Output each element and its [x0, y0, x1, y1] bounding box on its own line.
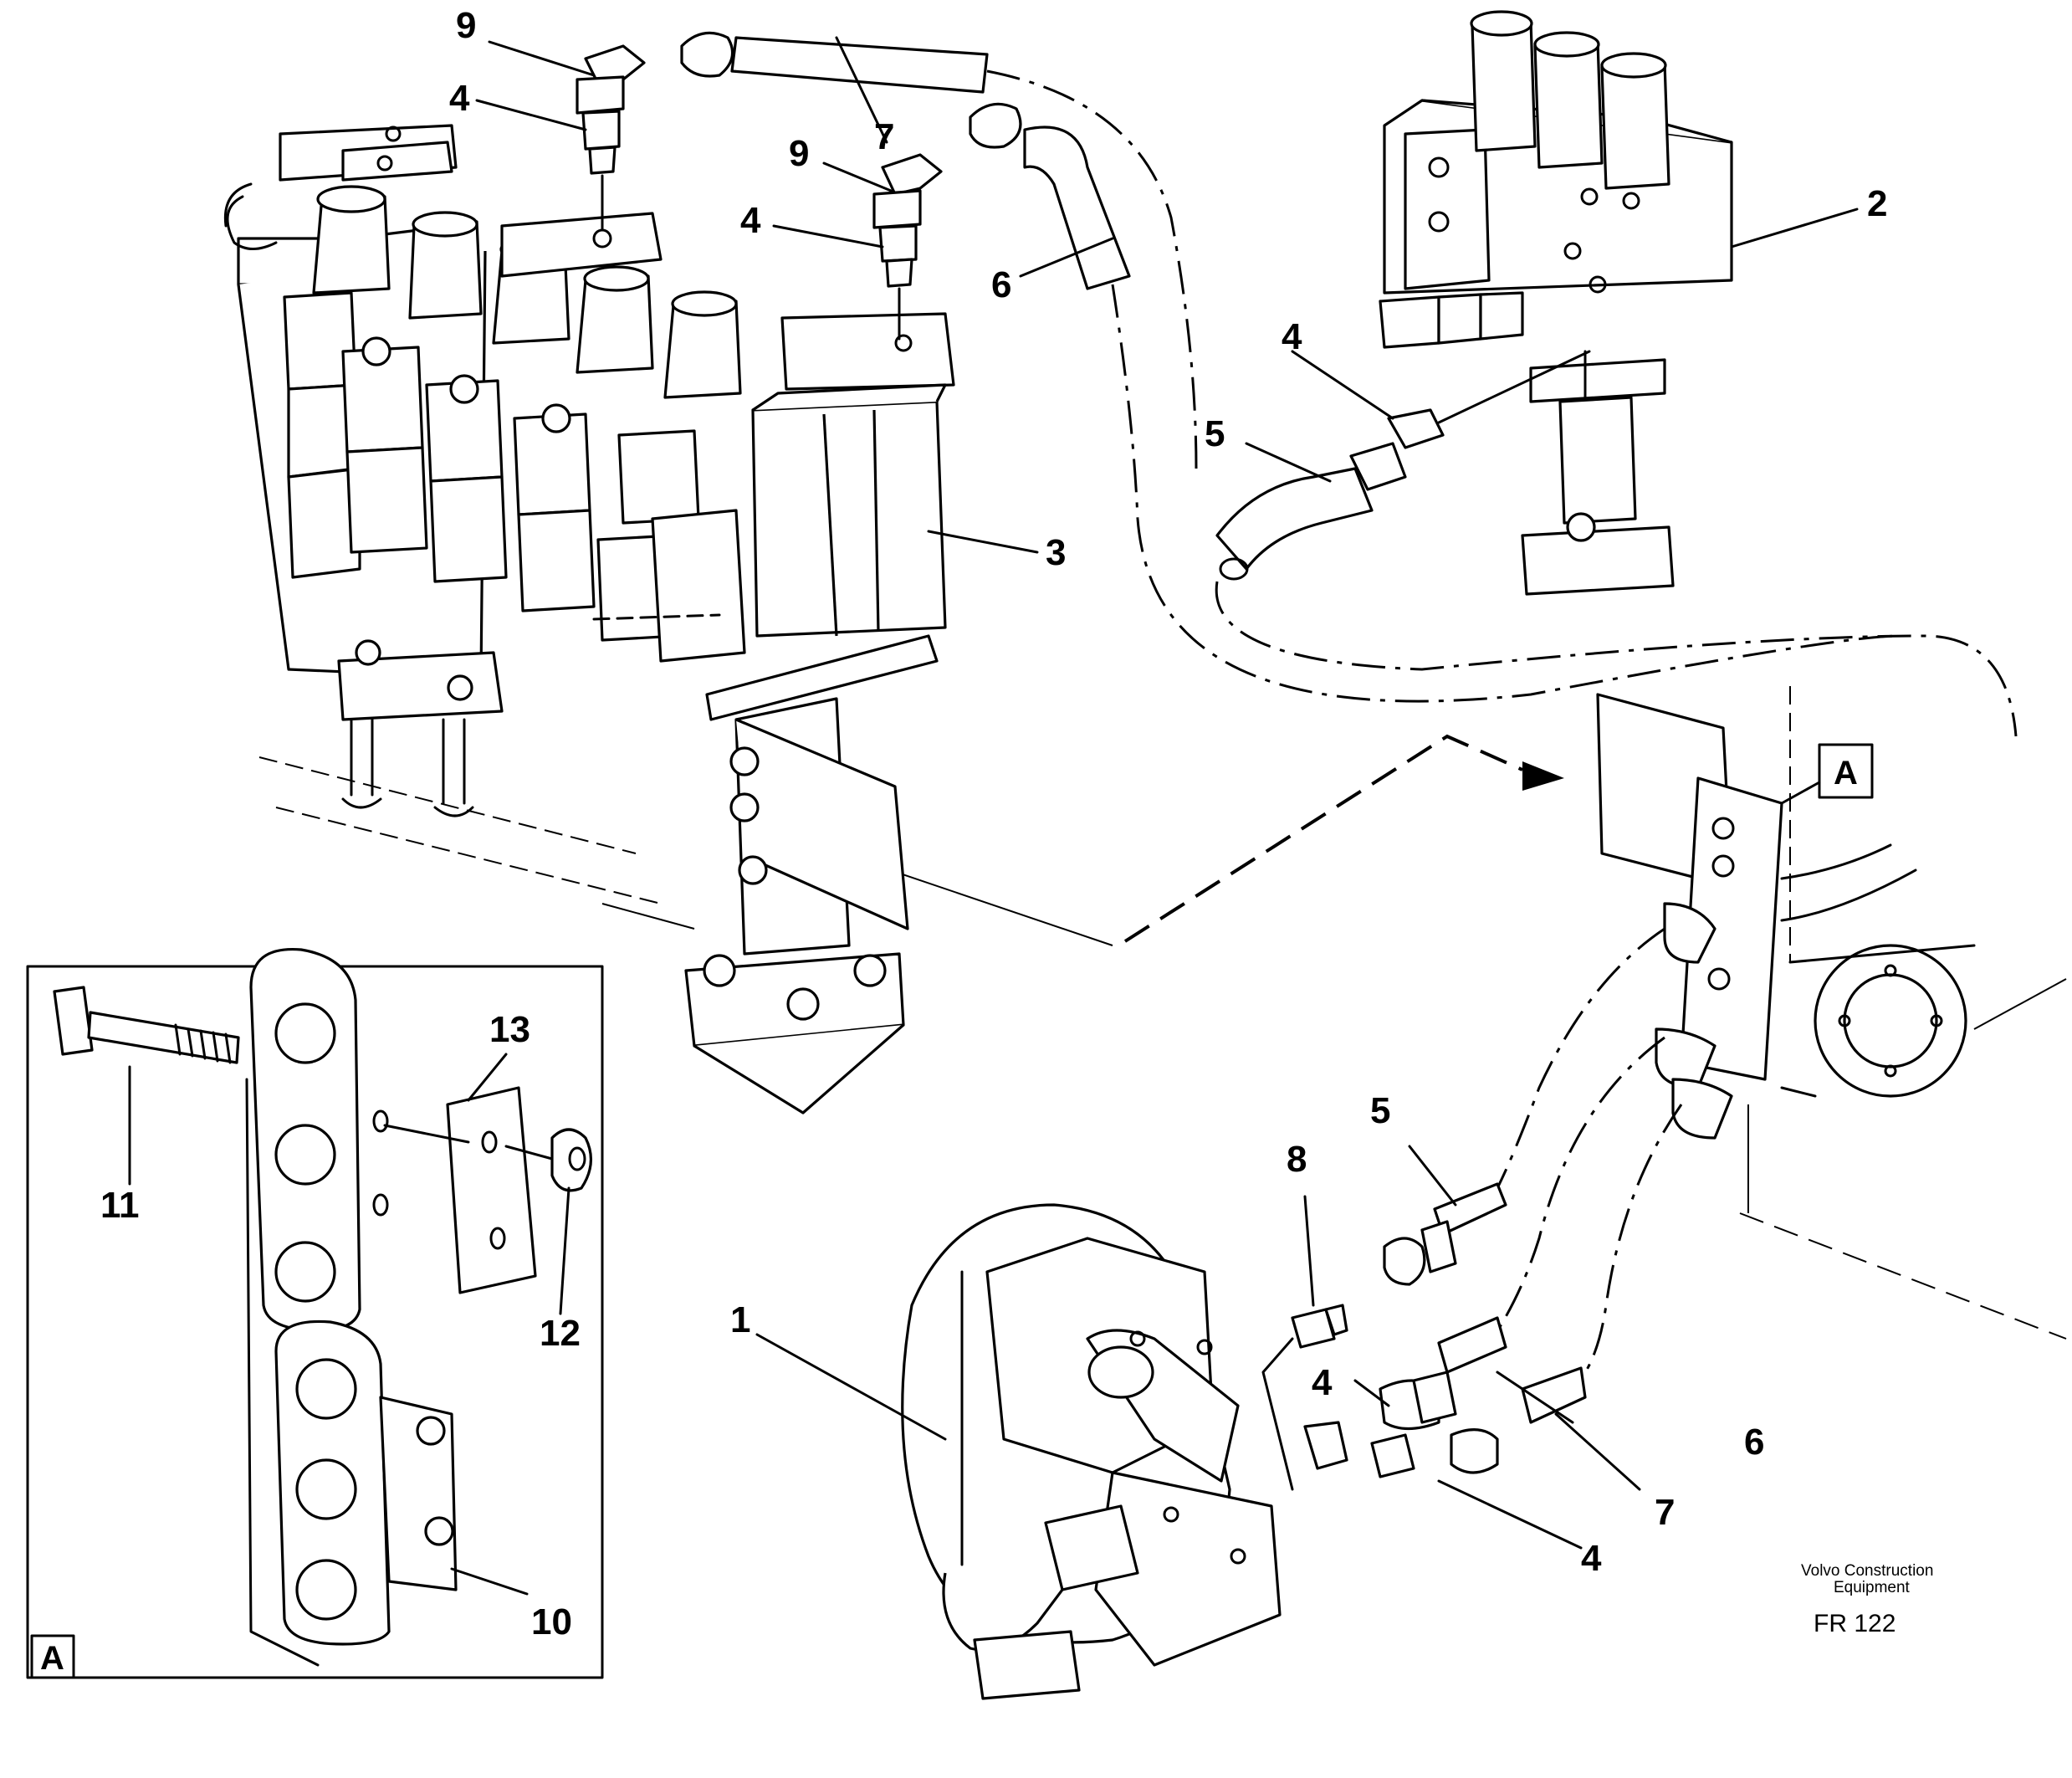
label-4-lower-right: 4 — [1581, 1538, 1602, 1579]
detail-arrow — [1123, 734, 1564, 943]
label-13: 13 — [489, 1009, 530, 1050]
label-1: 1 — [730, 1299, 750, 1340]
hoses-lower — [1433, 927, 1683, 1424]
detail-ref-inset: A — [30, 1634, 75, 1679]
hose-top — [680, 31, 1198, 520]
credit-line-2: Equipment — [1834, 1579, 1911, 1596]
label-4-mid: 4 — [740, 200, 761, 241]
credit-line-1: Volvo Construction — [1801, 1562, 1933, 1580]
pilot-valve-2 — [1379, 10, 1733, 596]
drawing-code: FR 122 — [1814, 1610, 1895, 1637]
part-labels: 9 4 7 9 4 6 3 2 4 5 5 8 1 4 6 7 4 11 13 … — [100, 5, 1887, 1642]
label-7-top: 7 — [874, 116, 894, 157]
label-12: 12 — [540, 1313, 581, 1354]
credit-block: Volvo Construction Equipment FR 122 — [1801, 1562, 1933, 1637]
label-6-top: 6 — [991, 264, 1011, 305]
detail-a-inset — [26, 947, 604, 1679]
label-7-lower: 7 — [1655, 1492, 1675, 1533]
fitting-hose-pilot — [1136, 350, 2018, 737]
hydraulic-motor-1 — [901, 1203, 1282, 1700]
label-5-pilot: 5 — [1205, 413, 1225, 454]
detail-ref-inset-letter: A — [40, 1640, 64, 1677]
label-9-top: 9 — [456, 5, 476, 46]
label-2: 2 — [1867, 183, 1887, 224]
label-4-lower-left: 4 — [1312, 1362, 1333, 1403]
leader-lines — [128, 36, 1859, 1596]
label-10: 10 — [531, 1601, 572, 1642]
label-3: 3 — [1046, 532, 1066, 573]
fittings-motor — [1261, 1220, 1499, 1491]
bracket-right — [1596, 693, 1976, 1140]
label-9-mid: 9 — [789, 133, 809, 174]
label-4-pilot: 4 — [1282, 316, 1302, 357]
fitting-group-top-left — [576, 44, 943, 341]
control-valve-3 — [223, 124, 955, 1114]
label-6-lower: 6 — [1744, 1422, 1764, 1463]
detail-ref-main: A — [1780, 743, 1874, 805]
label-8: 8 — [1287, 1139, 1307, 1180]
label-11: 11 — [100, 1185, 140, 1226]
detail-ref-main-letter: A — [1834, 755, 1858, 792]
label-4-top: 4 — [449, 78, 470, 119]
label-5-lower: 5 — [1370, 1090, 1390, 1131]
